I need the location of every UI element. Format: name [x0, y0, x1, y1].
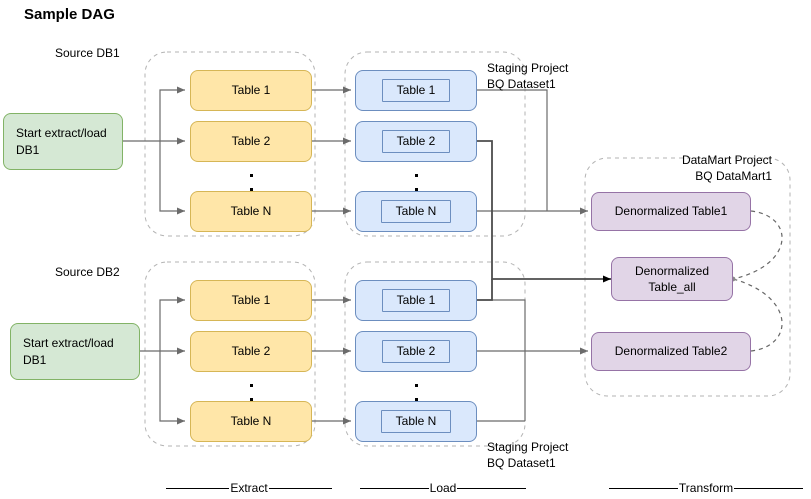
page-title: Sample DAG [24, 6, 115, 23]
node-label: Table N [230, 414, 272, 429]
edges-dm-feedback [730, 210, 783, 352]
phase-rule-right [268, 487, 332, 489]
extract-db1-table-n[interactable]: Table N [190, 191, 312, 232]
phase-load: Load [360, 481, 527, 495]
edges-start-db2 [138, 296, 185, 425]
edges-load-db2-to-dmall [477, 279, 493, 301]
edges-start-db1 [122, 86, 185, 215]
start-node-db2[interactable]: Start extract/load DB1 [10, 323, 140, 380]
extract-db1-table-2[interactable]: Table 2 [190, 121, 312, 162]
node-label: Table 2 [231, 344, 271, 359]
node-label: Table 2 [381, 340, 451, 363]
staging-project-label-bottom: Staging Project BQ Dataset1 [487, 440, 569, 470]
denormalized-table1-node[interactable]: Denormalized Table1 [591, 192, 751, 231]
edges-load-db1-to-dm1 [477, 89, 588, 215]
phase-load-label: Load [429, 481, 457, 495]
node-label: Table N [230, 204, 272, 219]
load-db1-table-1[interactable]: Table 1 [355, 70, 477, 111]
denormalized-table-all-node[interactable]: Denormalized Table_all [611, 257, 733, 301]
load-db1-ellipsis [409, 163, 423, 191]
phase-rule-right [734, 487, 804, 489]
phase-transform-label: Transform [678, 481, 734, 495]
phase-rule-left [360, 487, 429, 489]
phase-rule-left [166, 487, 230, 489]
node-label: Table N [380, 200, 452, 223]
phase-extract-label: Extract [230, 481, 268, 495]
node-label: Table 1 [381, 289, 451, 312]
source-db1-label: Source DB1 [55, 46, 120, 60]
node-label: Denormalized Table_all [634, 263, 710, 294]
phase-rule-left [609, 487, 678, 489]
extract-db2-table-2[interactable]: Table 2 [190, 331, 312, 372]
load-db1-table-n[interactable]: Table N [355, 191, 477, 232]
extract-db2-table-1[interactable]: Table 1 [190, 280, 312, 321]
extract-db2-table-n[interactable]: Table N [190, 401, 312, 442]
datamart-project-label: DataMart Project BQ DataMart1 [681, 153, 772, 183]
node-label: Table 1 [381, 79, 451, 102]
load-db1-table-2[interactable]: Table 2 [355, 121, 477, 162]
denormalized-table2-node[interactable]: Denormalized Table2 [591, 332, 751, 371]
staging-project-label-top: Staging Project BQ Dataset1 [487, 61, 569, 91]
extract-db1-ellipsis [244, 163, 258, 191]
load-db2-table-n[interactable]: Table N [355, 401, 477, 442]
phase-transform: Transform [609, 481, 804, 495]
load-db2-table-1[interactable]: Table 1 [355, 280, 477, 321]
node-label: Denormalized Table1 [614, 204, 728, 219]
load-db2-table-2[interactable]: Table 2 [355, 331, 477, 372]
edges-load-db2-to-dm2 [477, 299, 588, 422]
extract-db1-table-1[interactable]: Table 1 [190, 70, 312, 111]
node-label: Table 1 [231, 293, 271, 308]
extract-db2-ellipsis [244, 373, 258, 401]
node-label: Table 2 [381, 130, 451, 153]
edges-extract-load-db2 [312, 296, 351, 425]
node-label: Denormalized Table2 [614, 344, 728, 359]
start-node-db1-label: Start extract/load DB1 [16, 126, 107, 157]
phase-rule-right [457, 487, 527, 489]
phase-extract: Extract [166, 481, 332, 495]
load-db2-ellipsis [409, 373, 423, 401]
node-label: Table 2 [231, 134, 271, 149]
source-db2-label: Source DB2 [55, 265, 120, 279]
start-node-db1[interactable]: Start extract/load DB1 [3, 113, 123, 170]
node-label: Table 1 [231, 83, 271, 98]
start-node-db2-label: Start extract/load DB1 [23, 336, 114, 367]
node-label: Table N [380, 410, 452, 433]
edges-extract-load-db1 [312, 86, 351, 215]
